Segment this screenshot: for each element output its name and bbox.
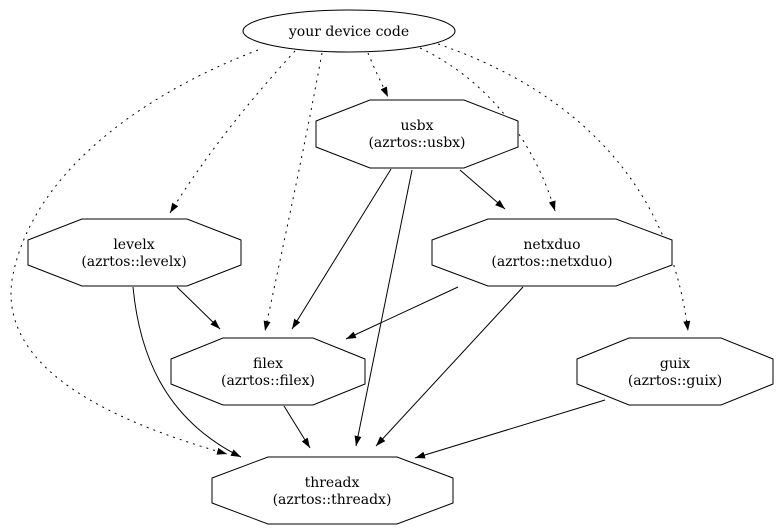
node-sublabel: (azrtos::levelx) [81, 254, 186, 270]
node-label: guix [660, 356, 690, 372]
edge-filex-threadx [283, 405, 311, 449]
edge-device-filex [263, 52, 323, 332]
node-usbx: usbx (azrtos::usbx) [315, 99, 519, 169]
edge-levelx-threadx [132, 286, 242, 458]
octagon-shape [27, 218, 242, 287]
octagon-shape [431, 218, 673, 287]
node-sublabel: (azrtos::netxduo) [491, 254, 612, 270]
edge-levelx-filex [176, 286, 221, 330]
node-guix: guix (azrtos::guix) [576, 337, 774, 406]
edge-netxduo-threadx [375, 286, 524, 447]
edge-guix-threadx [414, 399, 606, 459]
node-levelx: levelx (azrtos::levelx) [27, 218, 242, 287]
node-label: threadx [305, 475, 360, 491]
edge-netxduo-filex [345, 286, 459, 340]
node-label: usbx [400, 118, 433, 134]
node-sublabel: (azrtos::threadx) [273, 492, 392, 508]
node-sublabel: (azrtos::filex) [221, 373, 315, 389]
node-label: levelx [113, 237, 154, 253]
node-threadx: threadx (azrtos::threadx) [211, 456, 454, 525]
edge-usbx-netxduo [459, 169, 506, 210]
node-label: filex [253, 356, 283, 372]
edge-device-levelx [169, 50, 296, 214]
node-netxduo: netxduo (azrtos::netxduo) [431, 218, 673, 287]
node-sublabel: (azrtos::guix) [628, 373, 722, 389]
octagon-shape [170, 337, 366, 406]
edge-usbx-filex [291, 168, 392, 330]
edge-device-guix [437, 43, 691, 332]
edge-device-usbx [367, 52, 389, 98]
octagon-shape [576, 337, 774, 406]
node-sublabel: (azrtos::usbx) [368, 135, 465, 151]
octagon-shape [315, 99, 519, 169]
node-your-device-code: your device code [242, 9, 456, 53]
node-label: your device code [288, 24, 409, 40]
node-label: netxduo [523, 237, 580, 253]
edge-device-threadx [10, 49, 259, 455]
node-filex: filex (azrtos::filex) [170, 337, 366, 406]
edge-usbx-threadx [354, 169, 413, 447]
ellipse-shape [242, 9, 456, 53]
octagon-shape [211, 456, 454, 525]
